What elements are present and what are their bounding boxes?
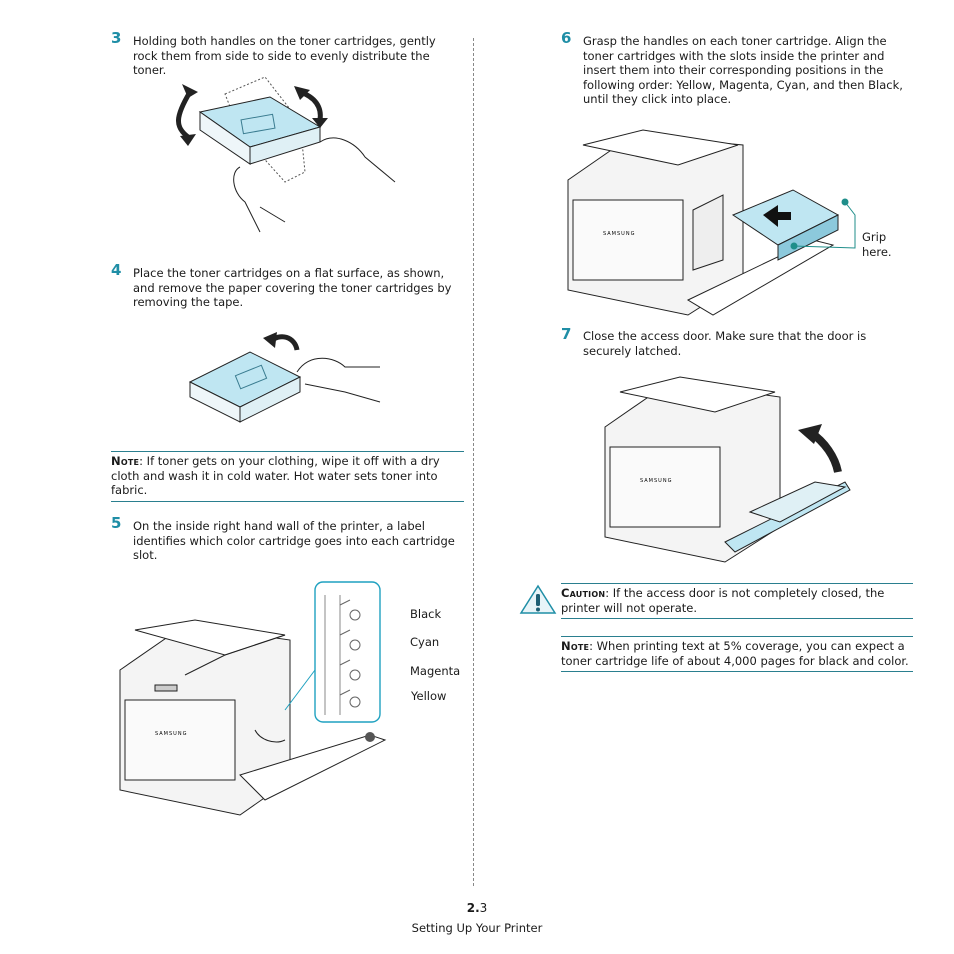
brand-text-3: SAMSUNG: [640, 478, 672, 484]
label-magenta: Magenta: [410, 664, 461, 678]
step-7-number: 7: [561, 325, 572, 343]
caution-label: Caution: [561, 586, 606, 600]
caution-box: Caution: If the access door is not compl…: [561, 583, 913, 620]
note-coverage: Note: When printing text at 5% coverage,…: [561, 636, 913, 673]
printer-label-illustration: SAMSUNG: [119, 581, 387, 816]
grip-label-line1: Grip: [862, 230, 887, 244]
page-number-rest: 3: [479, 901, 488, 915]
note2-text: : When printing text at 5% coverage, you…: [561, 639, 909, 668]
step-5-number: 5: [111, 514, 122, 532]
note-text: : If toner gets on your clothing, wipe i…: [111, 454, 440, 498]
close-door-illustration: SAMSUNG: [604, 376, 851, 563]
grip-label-line2: here.: [862, 245, 892, 259]
step-6-text: Grasp the handles on each toner cartridg…: [583, 34, 903, 107]
step-3-number: 3: [111, 29, 122, 47]
step-4-text: Place the toner cartridges on a flat sur…: [133, 266, 452, 310]
label-cyan: Cyan: [410, 635, 440, 649]
insert-cartridge-illustration: SAMSUNG: [567, 129, 856, 316]
step-4-number: 4: [111, 261, 122, 279]
step-6-number: 6: [561, 29, 572, 47]
rock-toner-illustration: [176, 76, 396, 233]
footer-title: Setting Up Your Printer: [411, 921, 543, 935]
grip-label: Grip here.: [862, 230, 892, 260]
label-black: Black: [410, 607, 442, 621]
page-number: 2.3: [0, 901, 954, 916]
note-label: Note: [111, 454, 140, 468]
note-clothing: Note: If toner gets on your clothing, wi…: [111, 451, 464, 502]
step-5-text: On the inside right hand wall of the pri…: [133, 519, 455, 563]
column-divider: [473, 38, 474, 886]
step-7-text: Close the access door. Make sure that th…: [583, 329, 867, 358]
caution-text: : If the access door is not completely c…: [561, 586, 885, 615]
brand-text-2: SAMSUNG: [603, 231, 635, 237]
note2-label: Note: [561, 639, 590, 653]
brand-text: SAMSUNG: [155, 731, 187, 737]
label-yellow: Yellow: [411, 689, 447, 703]
page-number-bold: 2.: [466, 901, 480, 915]
remove-tape-illustration: [188, 332, 381, 423]
step-3-text: Holding both handles on the toner cartri…: [133, 34, 436, 78]
caution-icon: [519, 584, 557, 614]
